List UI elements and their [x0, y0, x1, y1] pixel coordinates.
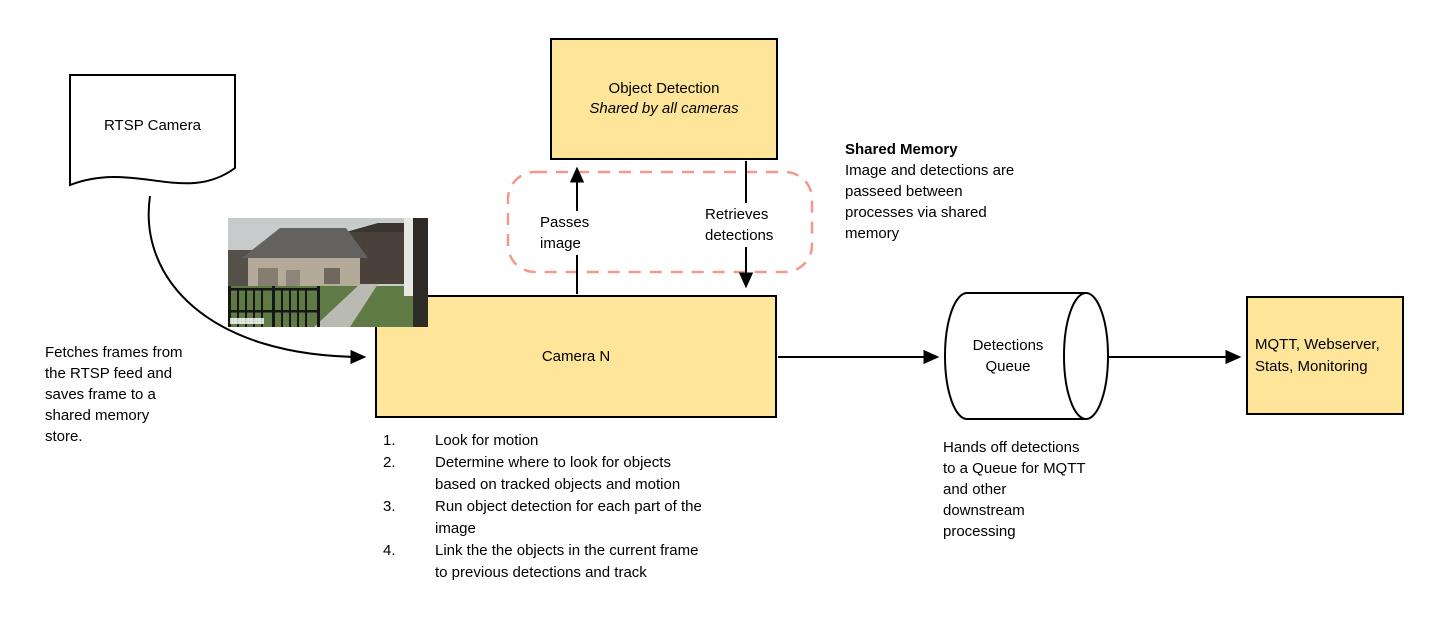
camera-steps-list: 1. Look for motion 2. Determine where to… — [383, 430, 755, 584]
shared-memory-note: Shared Memory Image and detections are p… — [845, 139, 1023, 244]
step-number: 2. — [383, 454, 396, 471]
step-text: Look for motion — [435, 432, 539, 449]
step-number: 3. — [383, 498, 396, 515]
step-number: 1. — [383, 432, 396, 449]
detections-queue-label: Detections Queue — [972, 337, 1044, 375]
step-text: Determine where to look for objects base… — [435, 454, 681, 493]
step-text: Link the the objects in the current fram… — [435, 542, 699, 581]
shared-memory-region — [506, 170, 814, 274]
step-text: Run object detection for each part of th… — [435, 498, 702, 537]
mqtt-label: MQTT, Webserver, Stats, Monitoring — [1255, 335, 1380, 375]
fetches-frames-note: Fetches frames from the RTSP feed and sa… — [45, 344, 183, 445]
detections-queue-shape — [944, 292, 1109, 420]
object-detection-node: Object Detection Shared by all cameras — [550, 38, 778, 160]
shared-memory-note-title: Shared Memory — [845, 141, 958, 158]
mqtt-node: MQTT, Webserver, Stats, Monitoring — [1246, 296, 1404, 415]
camera-step-item: 2. Determine where to look for objects b… — [383, 452, 755, 496]
rtsp-camera-shape — [69, 74, 236, 187]
rtsp-camera-node: RTSP Camera — [70, 75, 235, 175]
camera-step-item: 1. Look for motion — [383, 430, 755, 452]
rtsp-camera-label: RTSP Camera — [104, 116, 201, 134]
step-number: 4. — [383, 542, 396, 559]
camera-n-node: Camera N — [375, 295, 777, 418]
camera-snapshot-image — [228, 218, 428, 327]
camera-step-item: 4. Link the the objects in the current f… — [383, 540, 755, 584]
passes-image-label: Passes image — [538, 211, 602, 255]
object-detection-title: Object Detection — [608, 80, 720, 97]
retrieves-detections-label: Retrieves detections — [703, 203, 793, 247]
camera-n-label: Camera N — [541, 348, 611, 365]
fence-graphic — [228, 286, 320, 327]
object-detection-subtitle: Shared by all cameras — [589, 100, 739, 117]
shared-memory-note-body: Image and detections are passeed between… — [845, 162, 1015, 242]
hands-off-note: Hands off detections to a Queue for MQTT… — [943, 439, 1086, 540]
camera-step-item: 3. Run object detection for each part of… — [383, 496, 755, 540]
detections-queue-node: Detections Queue — [953, 293, 1063, 419]
arrow-rtsp-to-camera — [147, 195, 367, 365]
